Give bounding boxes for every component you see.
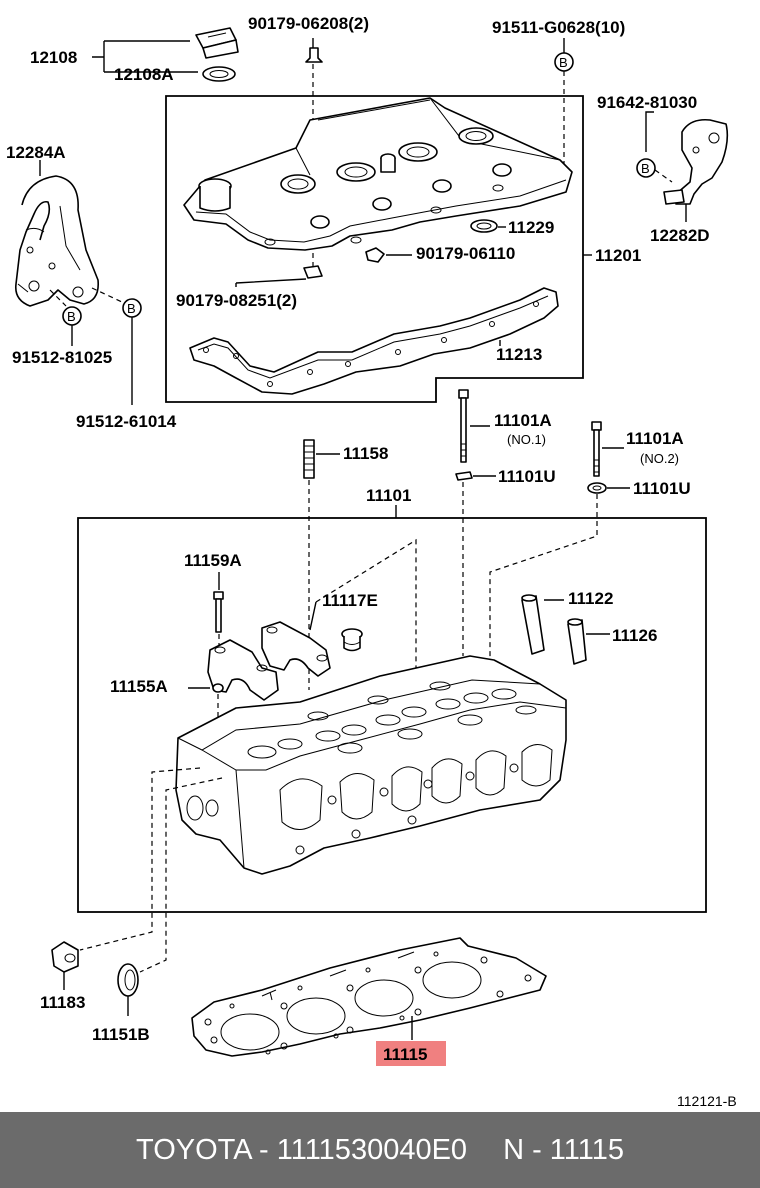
dash-11183 bbox=[79, 767, 201, 951]
label-11126: 11126 bbox=[612, 626, 657, 645]
label-91642-81030: 91642-81030 bbox=[597, 93, 697, 112]
footer-catalog-ref: N - 11115 bbox=[503, 1133, 624, 1166]
label-11229: 11229 bbox=[508, 218, 554, 237]
footer-part-number: TOYOTA - 1111530040E0 bbox=[136, 1133, 468, 1166]
diagram-reference-code: 112121-B bbox=[677, 1093, 737, 1109]
plug-11117e[interactable] bbox=[341, 628, 363, 652]
label-11101a-no2-sub: (NO.2) bbox=[640, 451, 679, 466]
dash-11151b bbox=[139, 777, 223, 973]
parts-diagram: 12108 12108A 90179-06208(2) B 91511-G062… bbox=[6, 14, 737, 1109]
cylinder-head-gasket[interactable] bbox=[191, 937, 547, 1057]
label-91511-g0628: 91511-G0628(10) bbox=[492, 18, 625, 37]
cylinder-head-group-box bbox=[77, 517, 707, 913]
label-11117e: 11117E bbox=[322, 591, 378, 610]
label-11115[interactable]: 11115 bbox=[383, 1045, 427, 1064]
label-11101u-no1: 11101U bbox=[498, 467, 556, 486]
label-11155a: 11155A bbox=[110, 677, 168, 696]
label-11101: 11101 bbox=[366, 486, 411, 505]
label-12108a: 12108A bbox=[114, 65, 174, 84]
label-90179-06208: 90179-06208(2) bbox=[248, 14, 369, 33]
head-cover-gasket[interactable] bbox=[189, 287, 559, 395]
svg-text:B: B bbox=[127, 301, 136, 316]
engine-hanger-12284a[interactable] bbox=[14, 175, 100, 307]
label-91512-61014: 91512-61014 bbox=[76, 412, 177, 431]
cylinder-head-cover[interactable] bbox=[183, 97, 573, 251]
label-11183: 11183 bbox=[40, 993, 85, 1012]
camshaft-bearing-cap-front[interactable] bbox=[207, 639, 279, 701]
part-number-footer: TOYOTA - 1111530040E0 N - 11115 bbox=[0, 1112, 760, 1188]
label-91512-81025: 91512-81025 bbox=[12, 348, 112, 367]
plug-11183[interactable] bbox=[51, 941, 79, 973]
bolt-90179-06208[interactable] bbox=[305, 47, 323, 63]
label-11151b: 11151B bbox=[92, 1025, 150, 1044]
camshaft-bearing-cap-rear[interactable] bbox=[261, 621, 331, 677]
label-12284a: 12284A bbox=[6, 143, 66, 162]
cylinder-head[interactable] bbox=[175, 655, 567, 875]
label-11159a: 11159A bbox=[184, 551, 242, 570]
stud-11158[interactable] bbox=[303, 439, 315, 479]
label-90179-08251: 90179-08251(2) bbox=[176, 291, 297, 310]
engine-hanger-12282d[interactable] bbox=[663, 118, 729, 205]
label-11101a-no2: 11101A bbox=[626, 429, 684, 448]
highlight-11115 bbox=[376, 1041, 446, 1066]
label-11201: 11201 bbox=[595, 246, 641, 265]
oil-filler-cap-gasket[interactable] bbox=[202, 66, 236, 82]
head-bolt-washer-no2[interactable] bbox=[587, 482, 607, 494]
label-11158: 11158 bbox=[343, 444, 388, 463]
head-bolt-washer-no1[interactable] bbox=[455, 471, 473, 481]
cover-group-box bbox=[165, 95, 584, 403]
svg-text:B: B bbox=[67, 309, 76, 324]
label-11122: 11122 bbox=[568, 589, 613, 608]
valve-guide-11122[interactable] bbox=[521, 594, 545, 655]
pin-11155a[interactable] bbox=[212, 683, 224, 693]
svg-text:B: B bbox=[641, 161, 650, 176]
bolt-marker-91512-61014: B bbox=[122, 298, 142, 318]
oil-filler-cap[interactable] bbox=[195, 27, 239, 59]
label-12282d: 12282D bbox=[650, 226, 710, 245]
bolt-marker-91511: B bbox=[554, 52, 574, 72]
head-bolt-11101a-no2[interactable] bbox=[591, 421, 602, 477]
bolt-11159a[interactable] bbox=[213, 591, 224, 633]
label-12108: 12108 bbox=[30, 48, 77, 67]
head-bolt-11101a-no1[interactable] bbox=[458, 389, 469, 463]
oil-seal-11229[interactable] bbox=[470, 219, 498, 233]
bolt-marker-91642: B bbox=[636, 158, 656, 178]
label-11213: 11213 bbox=[496, 345, 542, 364]
label-11101a-no1-sub: (NO.1) bbox=[507, 432, 546, 447]
bolt-marker-letter: B bbox=[559, 55, 568, 70]
label-90179-06110: 90179-06110 bbox=[416, 244, 515, 263]
label-11101a-no1: 11101A bbox=[494, 411, 552, 430]
nut-90179-08251[interactable] bbox=[303, 265, 323, 279]
stud-90179-06110[interactable] bbox=[365, 247, 385, 263]
valve-guide-11126[interactable] bbox=[567, 618, 587, 665]
oil-seal-11151b[interactable] bbox=[117, 963, 139, 997]
bolt-marker-91512-81025: B bbox=[62, 306, 82, 326]
label-11101u-no2: 11101U bbox=[633, 479, 691, 498]
leader-12108 bbox=[92, 40, 198, 73]
